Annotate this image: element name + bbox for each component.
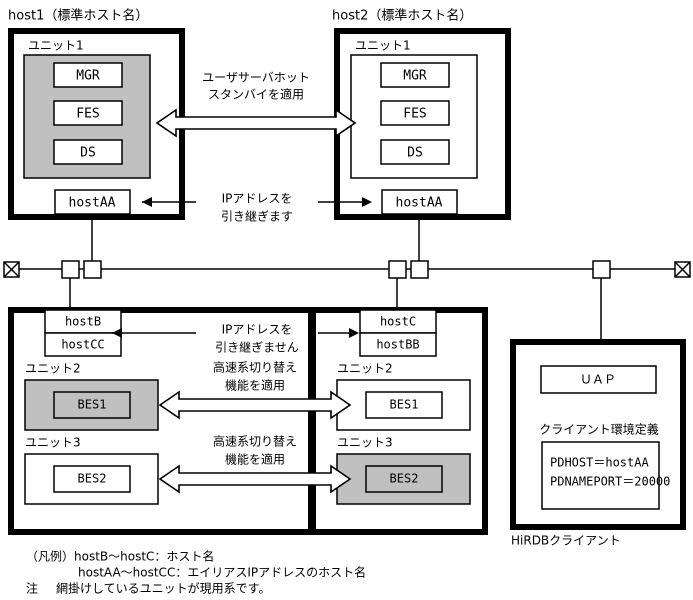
fast-switch-b-annotation-line2: 機能を適用 [225, 452, 285, 467]
fast-switch-double-arrow-unit2 [158, 390, 352, 420]
host1-unit-label: ユニット1 [28, 39, 84, 53]
host1-server-fes-box [53, 100, 123, 126]
host2-server-mgr-label: MGR [403, 69, 427, 84]
bus-tap-host2 [410, 260, 429, 279]
host2-server-ds-box [380, 139, 450, 165]
host2-server-ds-label: DS [407, 146, 423, 161]
ip-no-takeover-annotation-line1: IPアドレスを [222, 323, 293, 337]
ip-no-takeover-annotation-line2: 引き継ぎません [215, 340, 299, 355]
hot-standby-annotation-line1: ユーザサーバホット [202, 71, 310, 85]
ip-no-takeover-arrowhead-right [349, 328, 359, 338]
host4-unit2-server-box [365, 391, 443, 419]
host2-server-fes-label: FES [403, 107, 426, 122]
host4-unit2-server-label: BES1 [390, 398, 419, 412]
bus-tap-host4 [388, 260, 407, 279]
host4-alias-label: hostBB [376, 338, 419, 352]
ip-takeover-annotation-line2: 引き継ぎます [221, 209, 293, 224]
host2-server-mgr-box [380, 62, 450, 88]
host2-server-fes-box [380, 100, 450, 126]
hot-standby-double-arrow [155, 108, 357, 138]
host4-unit2-label: ユニット2 [337, 362, 393, 376]
legend-line-1: （凡例）hostB〜hostC：ホスト名 [26, 549, 214, 564]
host1-server-mgr-label: MGR [76, 69, 100, 84]
host1-server-mgr-box [53, 62, 123, 88]
legend-note-text: 網掛けしているユニットが現用系です。 [56, 581, 270, 596]
ip-takeover-arrowhead-right [362, 197, 372, 207]
host4-unit3-server-box [365, 465, 443, 493]
host1-server-ds-box [53, 139, 123, 165]
uap-box [540, 365, 657, 394]
host3-unit2-server-box [53, 391, 131, 419]
client-env-line-2: PDNAMEPORT＝20000 [550, 475, 670, 489]
host3-alias-label: hostCC [61, 338, 104, 352]
host4-unit3-server-label: BES2 [390, 472, 419, 486]
bus-terminator-right-x2 [674, 261, 691, 278]
bus-tap-client [592, 260, 611, 279]
legend-note-marker: 注 [26, 581, 38, 596]
ip-takeover-annotation-line1: IPアドレスを [222, 192, 293, 206]
hirdb-client-caption: HiRDBクライアント [511, 534, 621, 548]
host3-unit2-server-label: BES1 [78, 398, 107, 412]
host3-unit3-server-label: BES2 [78, 472, 107, 486]
ip-no-takeover-arrowhead-left [112, 328, 122, 338]
host1-alias-box [54, 189, 131, 215]
host1-alias-label: hostAA [69, 196, 116, 211]
host4-alias-box [359, 332, 437, 357]
host3-unit3-server-box [53, 465, 131, 493]
bus-tap-host1 [83, 260, 102, 279]
host3-alias-box [44, 332, 122, 357]
fast-switch-a-annotation-line1: 高速系切り替え [213, 360, 297, 375]
bus-terminator-left-x2 [3, 261, 20, 278]
host2-alias-label: hostAA [396, 196, 443, 211]
host1-server-ds-label: DS [80, 146, 96, 161]
fast-switch-double-arrow-unit3 [158, 464, 352, 494]
hot-standby-annotation-line2: スタンバイを適用 [208, 87, 304, 102]
host1-title: host1（標準ホスト名） [8, 8, 148, 24]
host3-unit3-label: ユニット3 [25, 436, 81, 450]
host3-hostname-label: hostB [65, 315, 101, 329]
host1-server-fes-label: FES [76, 107, 99, 122]
fast-switch-a-annotation-line2: 機能を適用 [225, 378, 285, 393]
host4-unit3-label: ユニット3 [337, 436, 393, 450]
client-env-line-1: PDHOST＝hostAA [550, 456, 649, 470]
fast-switch-b-annotation-line1: 高速系切り替え [213, 434, 297, 449]
client-env-box [541, 441, 660, 510]
uap-label: ＵＡＰ [580, 373, 616, 387]
host3-unit2-label: ユニット2 [25, 362, 81, 376]
ip-takeover-arrowhead-left [142, 197, 152, 207]
host2-unit-label: ユニット1 [355, 39, 411, 53]
host2-title: host2（標準ホスト名） [332, 8, 472, 24]
host3-unit3-box [24, 453, 159, 505]
bus-tap-host3 [61, 260, 80, 279]
legend-line-2: hostAA〜hostCC：エイリアスIPアドレスのホスト名 [78, 565, 366, 580]
host2-alias-box [381, 189, 458, 215]
host4-hostname-label: hostC [380, 315, 416, 329]
client-env-title: クライアント環境定義 [539, 422, 659, 437]
